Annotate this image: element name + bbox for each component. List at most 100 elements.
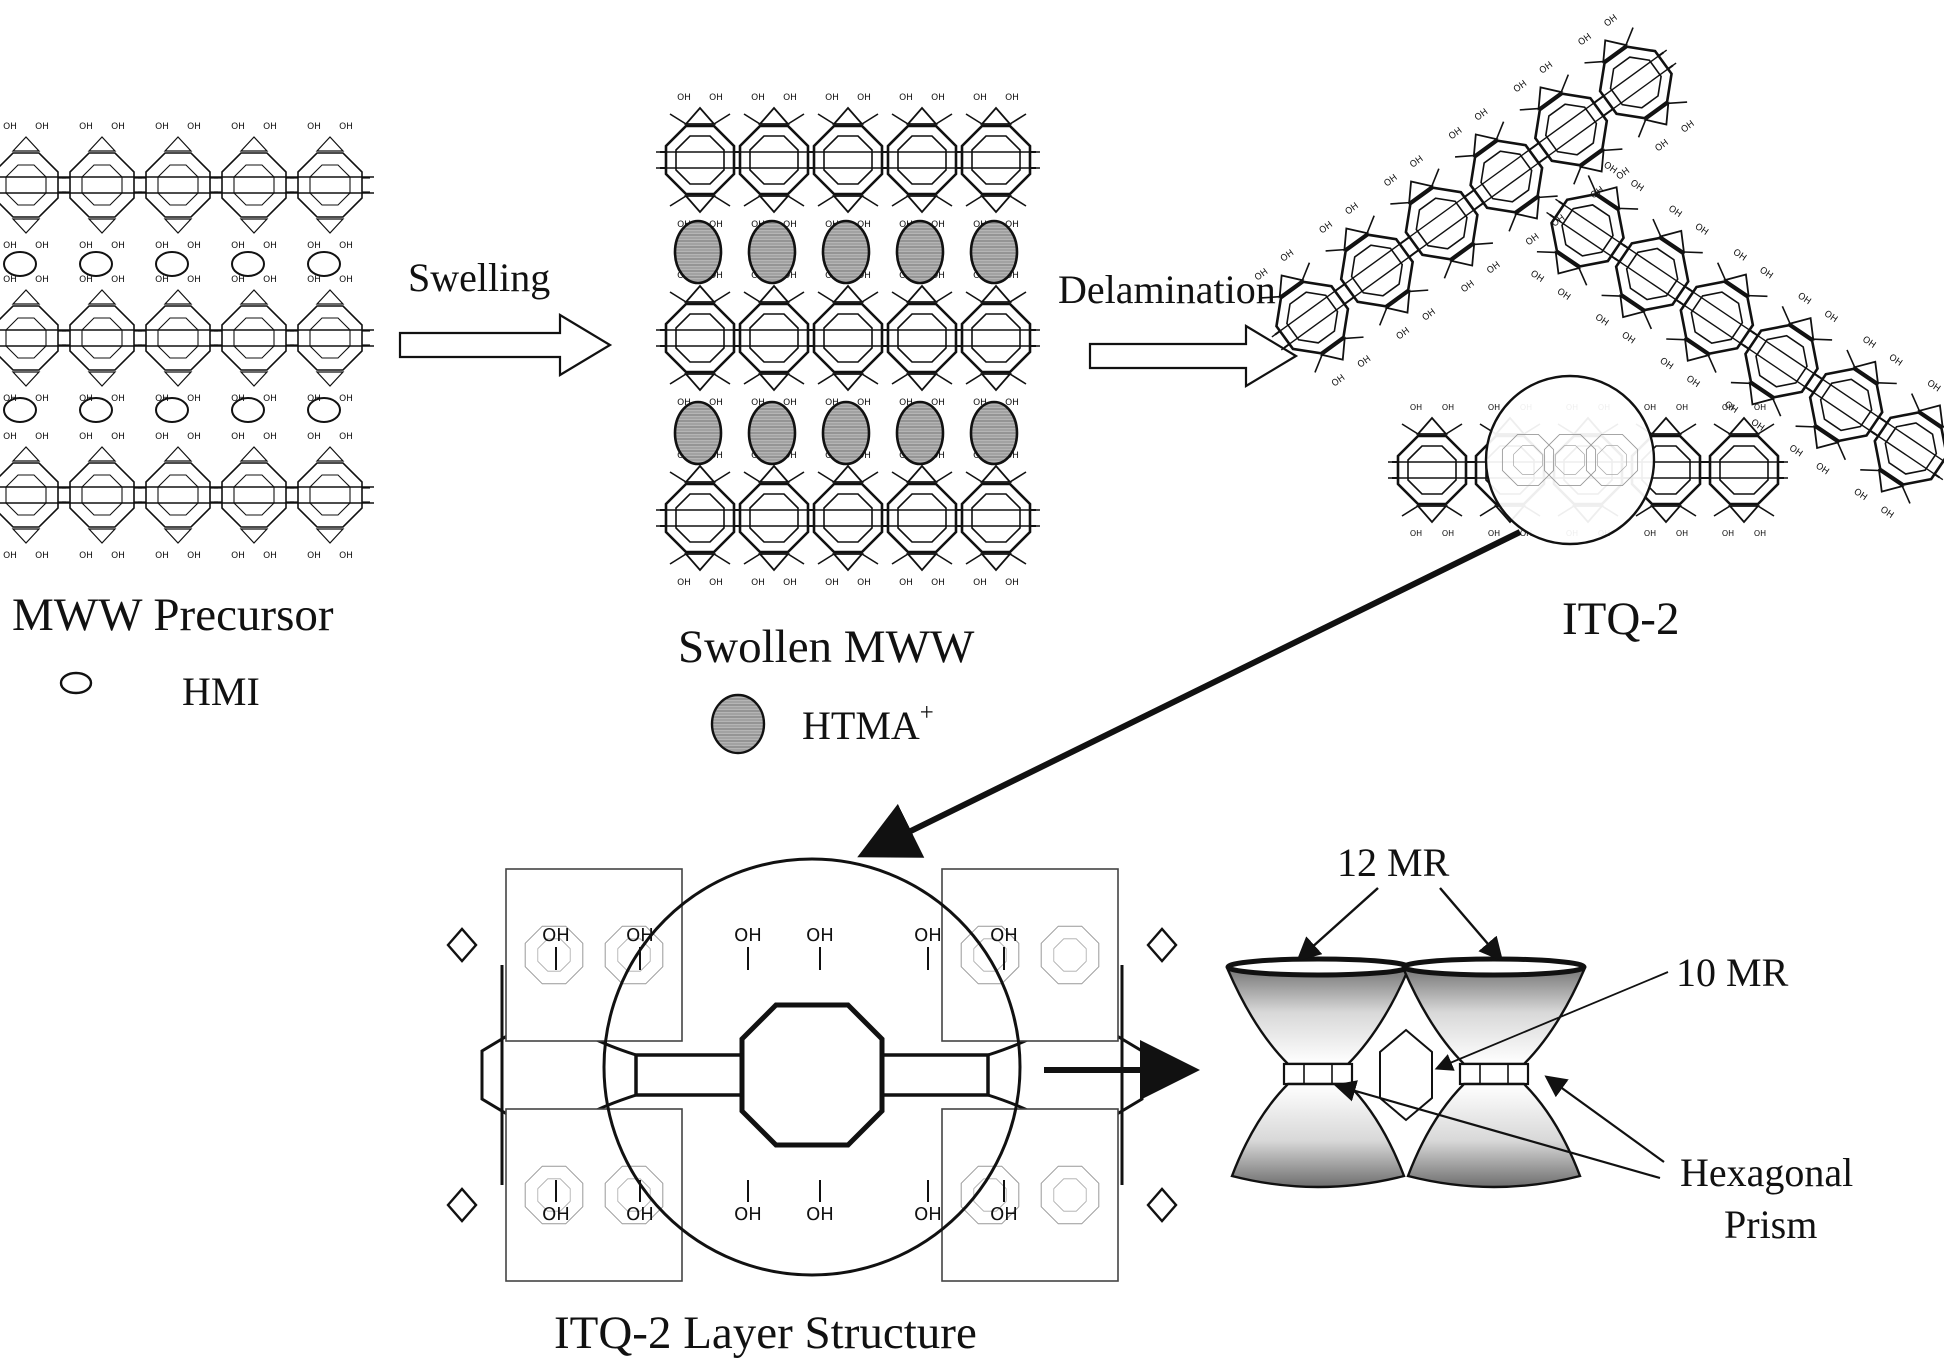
oh-group-label: OH xyxy=(111,122,125,132)
oh-group-label: OH xyxy=(1383,173,1400,189)
framework-cell xyxy=(289,446,371,544)
oh-group-label: OH xyxy=(709,271,723,281)
oh-group-label: OH xyxy=(3,551,17,561)
oh-group-label: OH xyxy=(825,398,839,408)
oh-group-label: OH xyxy=(1520,529,1532,538)
oh-group-label: OH xyxy=(1644,403,1656,412)
oh-group-label: OH xyxy=(857,93,871,103)
oh-group-label: OH xyxy=(973,578,987,588)
framework-cell xyxy=(658,106,742,214)
oh-group-label: OH xyxy=(931,451,945,461)
framework-cell xyxy=(213,446,295,544)
framework-cell xyxy=(658,284,742,392)
oh-group-label: OH xyxy=(1878,505,1895,521)
oh-group-label: OH xyxy=(1555,287,1572,303)
oh-group-label: OH xyxy=(79,122,93,132)
oh-group-label: OH xyxy=(35,275,49,285)
oh-group-label: OH xyxy=(1577,32,1594,48)
oh-group-label: OH xyxy=(1722,529,1734,538)
oh-group-label: OH xyxy=(1005,271,1019,281)
oh-group-label: OH xyxy=(3,275,17,285)
hmi-molecule xyxy=(3,251,37,277)
oh-group-label: OH xyxy=(111,275,125,285)
oh-group-label: OH xyxy=(806,1204,834,1225)
oh-group-label: OH xyxy=(709,578,723,588)
oh-group-label: OH xyxy=(35,394,49,404)
oh-group-label: OH xyxy=(1279,248,1296,264)
itq2-sheet: OHOHOHOHOHOHOHOHOHOHOHOHOHOHOHOHOHOHOHOH… xyxy=(1247,13,1701,389)
supercage-window xyxy=(505,1108,683,1282)
oh-group-label: OH xyxy=(35,551,49,561)
oh-group-label: OH xyxy=(79,432,93,442)
oh-group-label: OH xyxy=(1684,374,1701,390)
framework-cell xyxy=(289,136,371,234)
framework-cell xyxy=(658,464,742,572)
label-delamination: Delamination xyxy=(1058,267,1276,312)
oh-group-label: OH xyxy=(1005,578,1019,588)
oh-group-label: OH xyxy=(1005,398,1019,408)
ring-10mr xyxy=(739,1002,885,1148)
oh-group-label: OH xyxy=(709,220,723,230)
oh-group-label: OH xyxy=(751,93,765,103)
oh-group-label: OH xyxy=(783,451,797,461)
oh-group-label: OH xyxy=(339,432,353,442)
oh-group-label: OH xyxy=(1408,154,1425,170)
right-cage-lower-cup xyxy=(1406,1082,1582,1189)
label-itq2: ITQ-2 xyxy=(1562,593,1680,645)
oh-group-label: OH xyxy=(1754,529,1766,538)
oh-group-label: OH xyxy=(1666,204,1683,220)
oh-group-label: OH xyxy=(857,451,871,461)
oh-group-label: OH xyxy=(806,925,834,946)
oh-group-label: OH xyxy=(1593,313,1610,329)
oh-group-label: OH xyxy=(155,241,169,251)
oh-group-label: OH xyxy=(1925,378,1942,394)
oh-group-label: OH xyxy=(931,271,945,281)
oh-group-label: OH xyxy=(751,398,765,408)
oh-group-label: OH xyxy=(973,398,987,408)
oh-group-label: OH xyxy=(3,394,17,404)
zoom-circle-large xyxy=(602,857,1022,1277)
swollen-mww-structure: OH OH OH OH OH OH OH OH OH OH OH OH OH OH OH OH OH OH OH OH… xyxy=(656,93,1040,588)
framework-cell xyxy=(954,464,1038,572)
oh-group-label: OH xyxy=(1528,269,1545,285)
oh-group-label: OH xyxy=(783,398,797,408)
label-htma: HTMA+ xyxy=(802,701,934,746)
hmi-molecule xyxy=(3,397,37,423)
pointer-12mr-left xyxy=(1296,887,1379,962)
oh-group-label: OH xyxy=(973,220,987,230)
oh-group-label: OH xyxy=(709,398,723,408)
oh-group-label: OH xyxy=(677,220,691,230)
oh-group-label: OH xyxy=(1754,403,1766,412)
oh-group-label: OH xyxy=(111,551,125,561)
framework-cell xyxy=(137,136,219,234)
oh-group-label: OH xyxy=(990,925,1018,946)
oh-group-label: OH xyxy=(1722,403,1734,412)
right-cage-12mr-ring xyxy=(1401,956,1587,978)
oh-group-label: OH xyxy=(187,241,201,251)
oh-group-label: OH xyxy=(899,93,913,103)
oh-group-label: OH xyxy=(1356,354,1373,370)
oh-group-label: OH xyxy=(187,275,201,285)
htma-cation xyxy=(747,219,797,285)
oh-group-label: OH xyxy=(677,398,691,408)
pointer-12mr-right xyxy=(1439,887,1504,962)
oh-group-label: OH xyxy=(914,925,942,946)
terminal-tetrahedron xyxy=(1146,927,1178,963)
label-hexagonal: Hexagonal xyxy=(1680,1150,1854,1195)
oh-group-label: OH xyxy=(307,275,321,285)
hexagonal-prism xyxy=(880,1053,990,1097)
label-htma-charge: + xyxy=(919,699,934,727)
oh-group-label: OH xyxy=(1731,248,1748,264)
oh-group-label: OH xyxy=(79,394,93,404)
framework-cell xyxy=(880,106,964,214)
pointer-10mr xyxy=(1434,971,1669,1071)
htma-cation xyxy=(747,400,797,466)
oh-group-label: OH xyxy=(783,93,797,103)
oh-group-label: OH xyxy=(263,551,277,561)
oh-group-label: OH xyxy=(3,432,17,442)
oh-group-label: OH xyxy=(709,451,723,461)
